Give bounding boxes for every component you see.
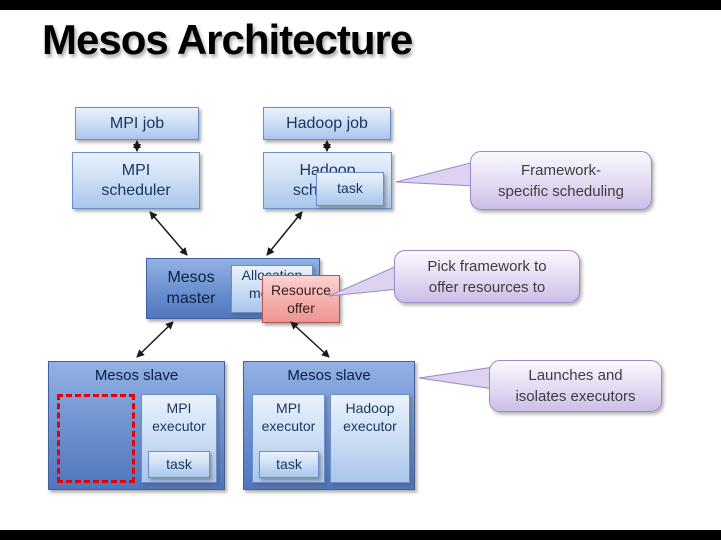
mesos-master-label: Mesos master bbox=[166, 268, 216, 307]
hadoop-executor-label: Hadoop executor bbox=[343, 400, 397, 434]
callout-launch-isolate: Launches and isolates executors bbox=[489, 360, 662, 412]
mpi-executor-right-box: MPI executor task bbox=[252, 394, 325, 483]
callout-pick-framework: Pick framework to offer resources to bbox=[394, 250, 580, 303]
mesos-slave-right-title: Mesos slave bbox=[287, 367, 371, 384]
hadoop-executor-box: Hadoop executor bbox=[330, 394, 410, 483]
empty-executor-slot-dashed bbox=[57, 394, 135, 483]
callout-framework-scheduling: Framework- specific scheduling bbox=[470, 151, 652, 210]
letterbox-top bbox=[0, 0, 721, 10]
arrow-master-slave-left bbox=[136, 321, 174, 358]
resource-offer-box: Resource offer bbox=[262, 275, 340, 323]
callout-tail-launch bbox=[418, 366, 495, 390]
callout-pick-framework-line2: offer resources to bbox=[428, 278, 546, 296]
mpi-executor-left-box: MPI executor task bbox=[141, 394, 217, 483]
slide-title: Mesos Architecture bbox=[42, 16, 413, 63]
mpi-executor-right-label: MPI executor bbox=[261, 400, 316, 434]
callout-pick-framework-line1: Pick framework to bbox=[427, 257, 547, 275]
mesos-slave-left-panel: Mesos slave MPI executor task bbox=[48, 361, 225, 490]
arrow-hadoop-scheduler-master bbox=[266, 211, 303, 256]
letterbox-bottom bbox=[0, 530, 721, 540]
mesos-slave-left-title: Mesos slave bbox=[94, 367, 179, 384]
arrow-mpi-scheduler-master bbox=[149, 211, 188, 256]
mesos-slave-right-panel: Mesos slave MPI executor task Hadoop exe… bbox=[243, 361, 415, 490]
callout-framework-scheduling-line1: Framework- bbox=[520, 161, 601, 179]
arrow-master-slave-right bbox=[290, 321, 330, 358]
hadoop-job-box: Hadoop job bbox=[263, 107, 391, 140]
mpi-scheduler-box: MPI scheduler bbox=[72, 152, 200, 209]
mpi-executor-left-label: MPI executor bbox=[152, 400, 206, 434]
scheduler-task-box: task bbox=[316, 172, 384, 206]
mpi-job-box: MPI job bbox=[75, 107, 199, 140]
callout-launch-isolate-line2: isolates executors bbox=[515, 388, 636, 405]
callout-launch-isolate-line1: Launches and bbox=[528, 367, 623, 384]
callout-tail-scheduling bbox=[395, 161, 475, 187]
mpi-executor-right-task-box: task bbox=[259, 451, 319, 478]
callout-framework-scheduling-line2: specific scheduling bbox=[498, 182, 624, 200]
mpi-executor-left-task-box: task bbox=[148, 451, 210, 478]
